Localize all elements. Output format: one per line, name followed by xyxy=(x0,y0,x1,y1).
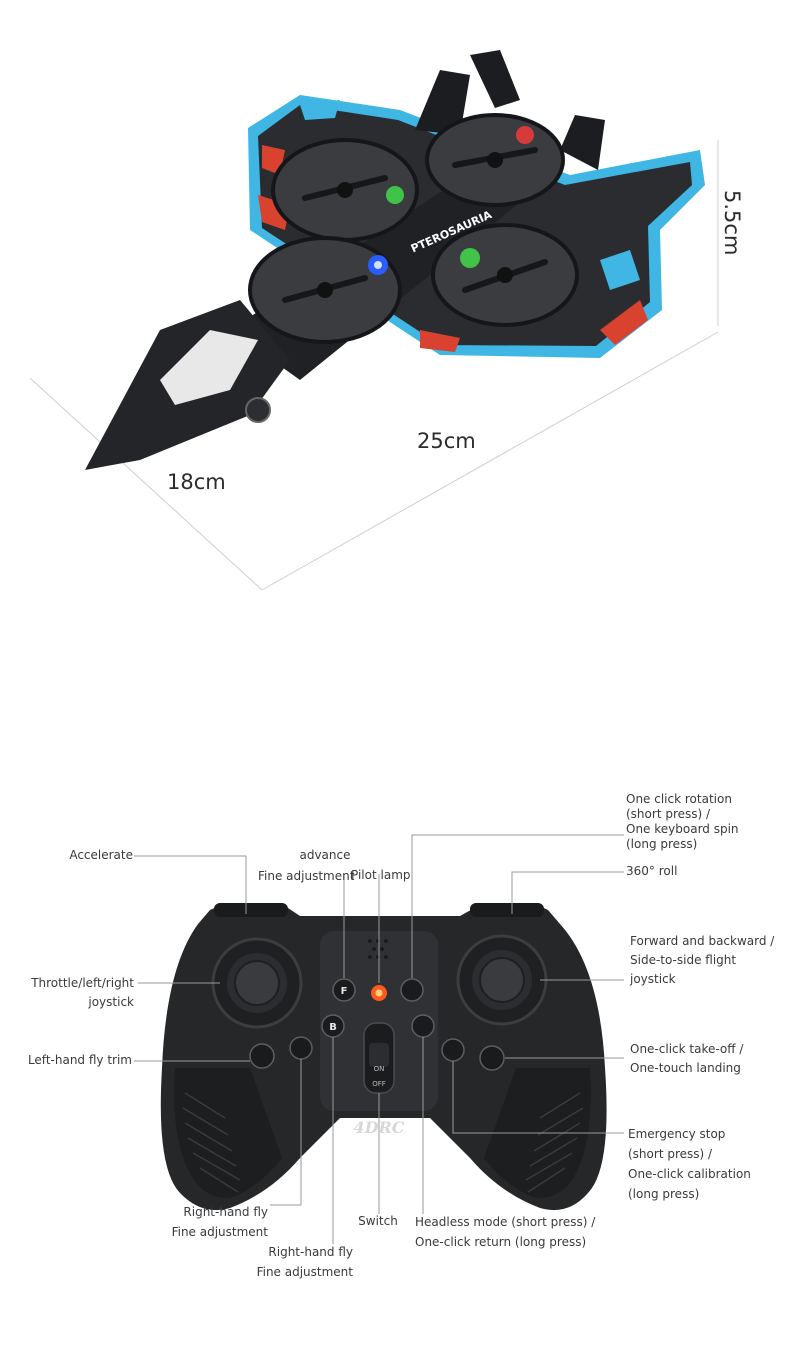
label-forward-backward: Forward and backward / Side-to-side flig… xyxy=(630,934,775,986)
dim-length: 25cm xyxy=(417,429,476,453)
label-takeoff: One-click take-off / One-touch landing xyxy=(630,1042,744,1075)
label-left-trim: Left-hand fly trim xyxy=(27,1053,132,1067)
label-accelerate: Accelerate xyxy=(69,848,133,862)
label-headless: Headless mode (short press) / One-click … xyxy=(415,1215,596,1249)
button-f-label: F xyxy=(341,986,348,997)
dim-width: 18cm xyxy=(167,470,226,494)
drone-body xyxy=(85,50,705,470)
controller-illustration: ON OFF F B 4DRC xyxy=(134,834,624,1244)
button-b-label: B xyxy=(329,1022,337,1033)
label-pilot-lamp: Pilot lamp xyxy=(351,868,411,882)
label-advance: advance xyxy=(299,848,351,862)
label-emergency: Emergency stop (short press) / One-click… xyxy=(628,1127,751,1201)
label-right-fine-1: Right-hand fly Fine adjustment xyxy=(171,1205,268,1239)
dim-height: 5.5cm xyxy=(720,190,744,256)
switch-off-label: OFF xyxy=(372,1080,386,1088)
label-360-roll: 360° roll xyxy=(626,864,678,878)
label-switch: Switch xyxy=(358,1214,398,1228)
controller-logo: 4DRC xyxy=(353,1118,404,1137)
label-right-fine-2: Right-hand fly Fine adjustment xyxy=(256,1245,353,1279)
label-fine-adjustment-top: Fine adjustment xyxy=(258,869,355,883)
drone-illustration: PTEROSAURIA xyxy=(29,50,719,591)
label-throttle: Throttle/left/right joystick xyxy=(31,976,134,1009)
label-one-click-rotation: One click rotation (short press) / One k… xyxy=(626,792,739,851)
controller-body xyxy=(160,903,607,1211)
switch-on-label: ON xyxy=(374,1065,385,1073)
dimension-lines xyxy=(29,140,719,591)
callout-lines xyxy=(134,834,624,1244)
